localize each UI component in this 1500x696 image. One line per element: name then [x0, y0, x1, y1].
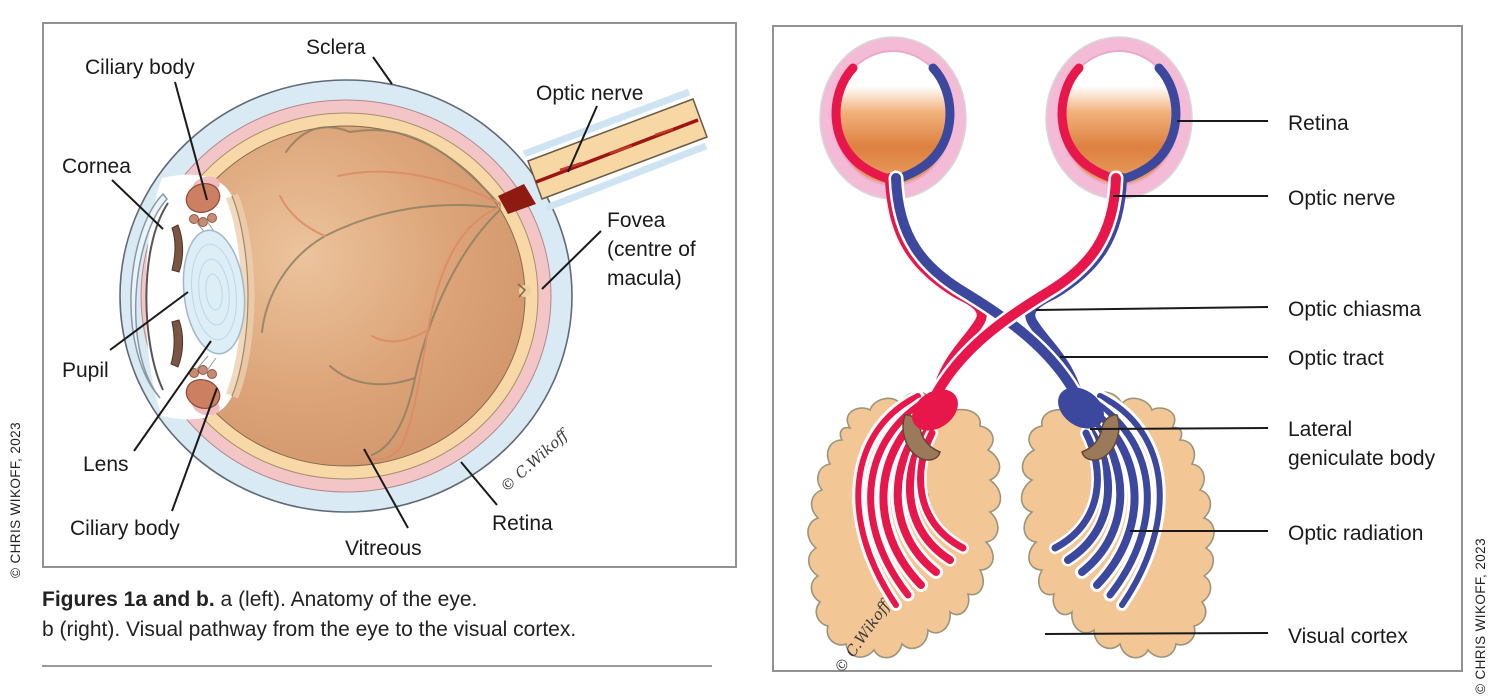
label-optic-radiation: Optic radiation — [1288, 522, 1424, 545]
label-retina-a: Retina — [492, 512, 553, 535]
label-visual-cortex: Visual cortex — [1288, 625, 1408, 648]
label-optic-tract: Optic tract — [1288, 347, 1384, 370]
caption-divider — [42, 665, 712, 667]
copyright-left: © CHRIS WIKOFF, 2023 — [8, 422, 23, 578]
label-fovea: Fovea (centre of macula) — [607, 209, 696, 290]
figure-caption: Figures 1a and b. a (left). Anatomy of t… — [42, 585, 576, 645]
label-cornea: Cornea — [62, 155, 131, 178]
label-optic-nerve-b: Optic nerve — [1288, 187, 1396, 210]
caption-line2: b (right). Visual pathway from the eye t… — [42, 618, 577, 641]
copyright-right: © CHRIS WIKOFF, 2023 — [1473, 538, 1488, 694]
label-optic-chiasma: Optic chiasma — [1288, 298, 1422, 321]
caption-figure-number: Figures 1a and b. — [42, 588, 215, 611]
caption-line1: a (left). Anatomy of the eye. — [214, 588, 478, 611]
label-lens: Lens — [83, 453, 129, 476]
label-pupil: Pupil — [62, 359, 109, 382]
label-retina-b: Retina — [1288, 112, 1349, 135]
label-sclera: Sclera — [306, 36, 366, 59]
label-ciliary-body-bottom: Ciliary body — [70, 517, 180, 540]
label-vitreous: Vitreous — [345, 537, 422, 560]
label-lateral-geniculate: Lateral geniculate body — [1288, 418, 1436, 470]
label-optic-nerve-a: Optic nerve — [536, 82, 644, 105]
label-ciliary-body-top: Ciliary body — [85, 56, 195, 79]
